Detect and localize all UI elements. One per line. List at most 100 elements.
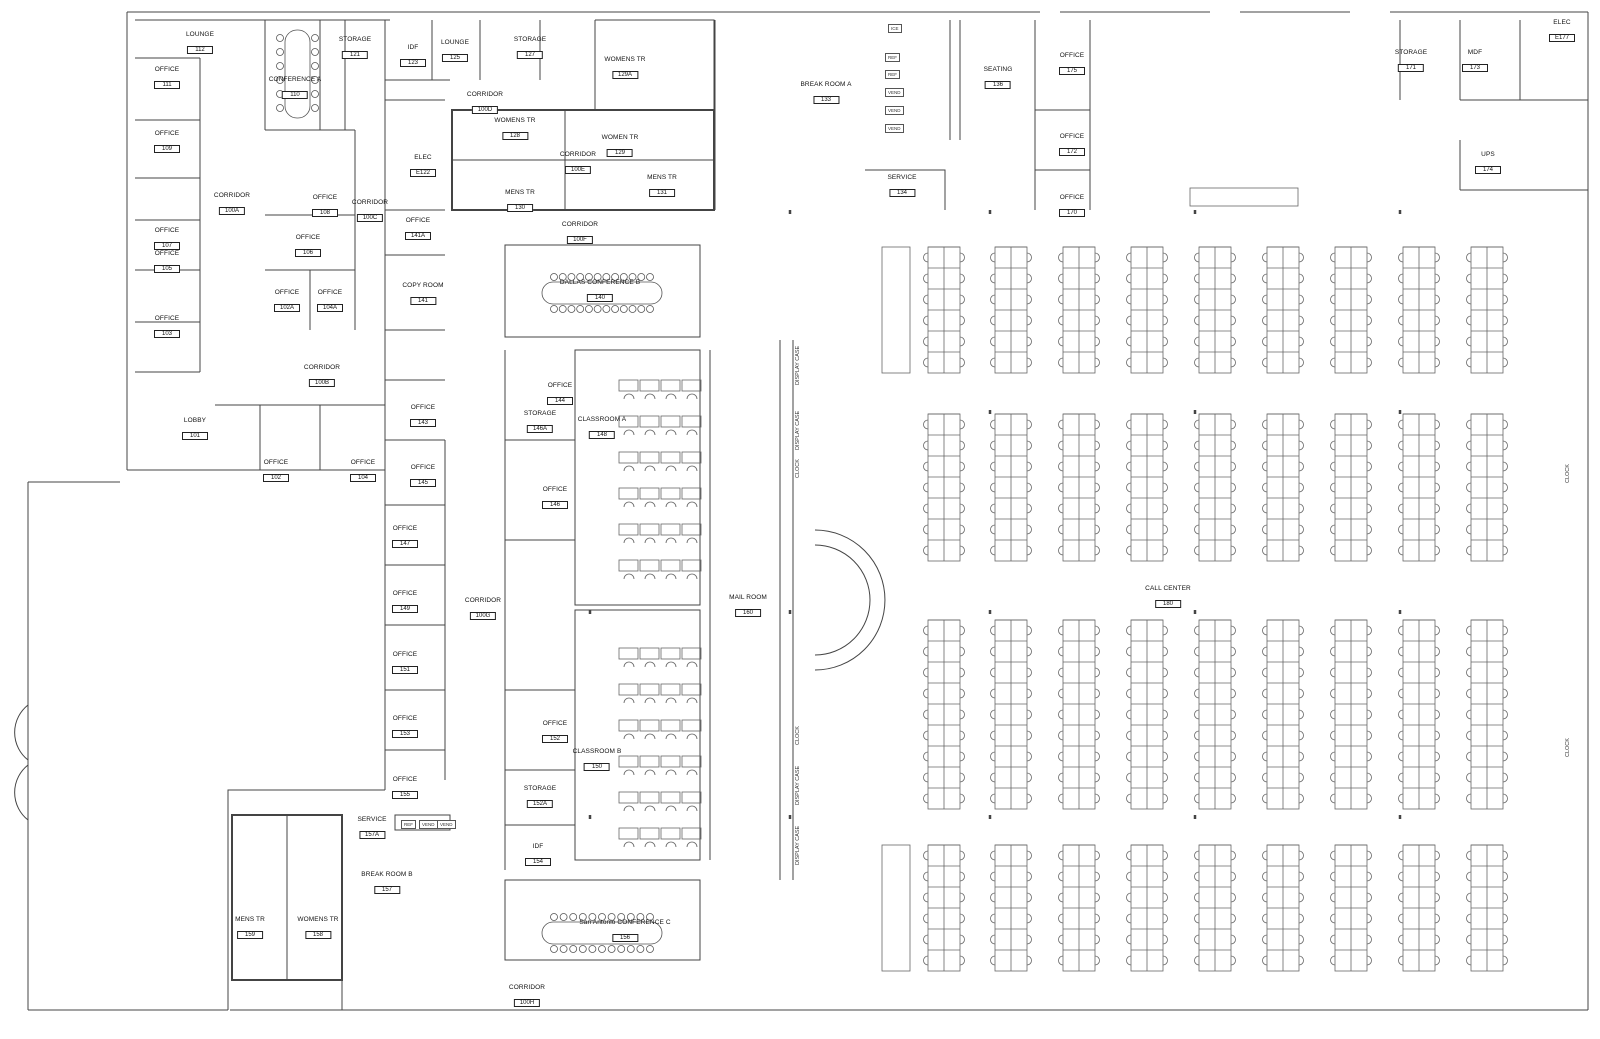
room-name: MDF xyxy=(1467,49,1483,56)
room-name: CALL CENTER xyxy=(1145,585,1191,592)
workstation-cluster xyxy=(1058,246,1100,374)
room-number: 128 xyxy=(501,131,528,140)
classroom-desk xyxy=(618,683,639,704)
room-number: 150 xyxy=(584,762,610,771)
workstation-cluster xyxy=(1330,844,1372,972)
room-number: 134 xyxy=(889,188,915,197)
appliance: REF xyxy=(401,820,416,829)
room-number: 153 xyxy=(392,729,418,738)
classroom-desk xyxy=(681,719,702,740)
room-name: OFFICE xyxy=(1059,133,1085,140)
room-number: 104A xyxy=(317,303,343,312)
workstation-cluster xyxy=(1330,413,1372,562)
workstation-cluster xyxy=(1262,246,1304,374)
room-number: 141 xyxy=(409,296,436,305)
classroom-desk xyxy=(660,791,681,812)
room-number: 100F xyxy=(566,235,593,244)
room-number: 146A xyxy=(527,424,553,433)
room-name: San Antonio CONFERENCE C xyxy=(579,919,671,926)
clock-note: CLOCK xyxy=(795,726,801,745)
room-name: UPS xyxy=(1481,151,1495,158)
classroom-desk xyxy=(639,379,660,400)
workstation-cluster xyxy=(1262,844,1304,972)
clock-note: CLOCK xyxy=(1565,738,1571,757)
room-name: OFFICE xyxy=(295,234,321,241)
room-name: OFFICE xyxy=(392,776,418,783)
workstation-cluster xyxy=(1330,619,1372,810)
room-name: OFFICE xyxy=(1059,52,1085,59)
room-name: COPY ROOM xyxy=(402,282,444,289)
room-number: 102 xyxy=(263,473,289,482)
room-name: CORRIDOR xyxy=(466,91,504,98)
room-number: 108 xyxy=(312,208,338,217)
classroom-desk xyxy=(681,647,702,668)
room-label: OFFICE 175 xyxy=(1059,52,1085,76)
room-number: 141A xyxy=(405,231,431,240)
appliance: VEND xyxy=(885,106,904,115)
room-label: SERVICE 134 xyxy=(887,174,917,198)
workstation-cluster xyxy=(1466,844,1508,972)
workstation-cluster xyxy=(1398,619,1440,810)
room-number: 175 xyxy=(1059,66,1085,75)
classroom-desk xyxy=(681,791,702,812)
room-name: OFFICE xyxy=(154,227,180,234)
room-number: E122 xyxy=(410,168,436,177)
room-number: 144 xyxy=(547,396,573,405)
appliance: VEND xyxy=(885,88,904,97)
mail-room-arc xyxy=(814,529,886,671)
room-name: OFFICE xyxy=(410,404,436,411)
room-number: 171 xyxy=(1398,63,1424,72)
room-name: DALLAS CONFERENCE B xyxy=(559,279,641,286)
classroom-desk xyxy=(660,379,681,400)
room-name: OFFICE xyxy=(317,289,343,296)
room-name: MENS TR xyxy=(235,916,265,923)
room-name: CORRIDOR xyxy=(351,199,389,206)
room-name: OFFICE xyxy=(392,590,418,597)
room-number: 100G xyxy=(469,611,496,620)
room-name: STORAGE xyxy=(523,785,557,792)
room-name: WOMENS TR xyxy=(604,56,646,63)
appliance: VEND xyxy=(885,124,904,133)
classroom-desk xyxy=(618,791,639,812)
room-name: STORAGE xyxy=(523,410,557,417)
room-number: 112 xyxy=(187,45,213,54)
workstation-cluster xyxy=(1330,246,1372,374)
exterior-wall xyxy=(127,11,1589,1011)
room-name: BREAK ROOM A xyxy=(800,81,852,88)
room-number: 154 xyxy=(525,857,551,866)
room-number: 100H xyxy=(513,998,540,1007)
room-name: SERVICE xyxy=(887,174,917,181)
workstation-cluster xyxy=(923,413,965,562)
room-name: ELEC xyxy=(1553,19,1571,26)
classroom-desk xyxy=(639,683,660,704)
room-number: 121 xyxy=(342,50,368,59)
clock-note: CLOCK xyxy=(1565,464,1571,483)
room-name: LOUNGE xyxy=(440,39,470,46)
workstation-cluster xyxy=(1194,246,1236,374)
room-name: BREAK ROOM B xyxy=(361,871,413,878)
room-name: OFFICE xyxy=(392,651,418,658)
classroom-desk xyxy=(660,755,681,776)
classroom-desk xyxy=(618,647,639,668)
room-number: 180 xyxy=(1155,599,1181,608)
room-label: STORAGE 146A xyxy=(523,410,557,434)
workstation-cluster xyxy=(990,844,1032,972)
room-number: 133 xyxy=(812,95,839,104)
